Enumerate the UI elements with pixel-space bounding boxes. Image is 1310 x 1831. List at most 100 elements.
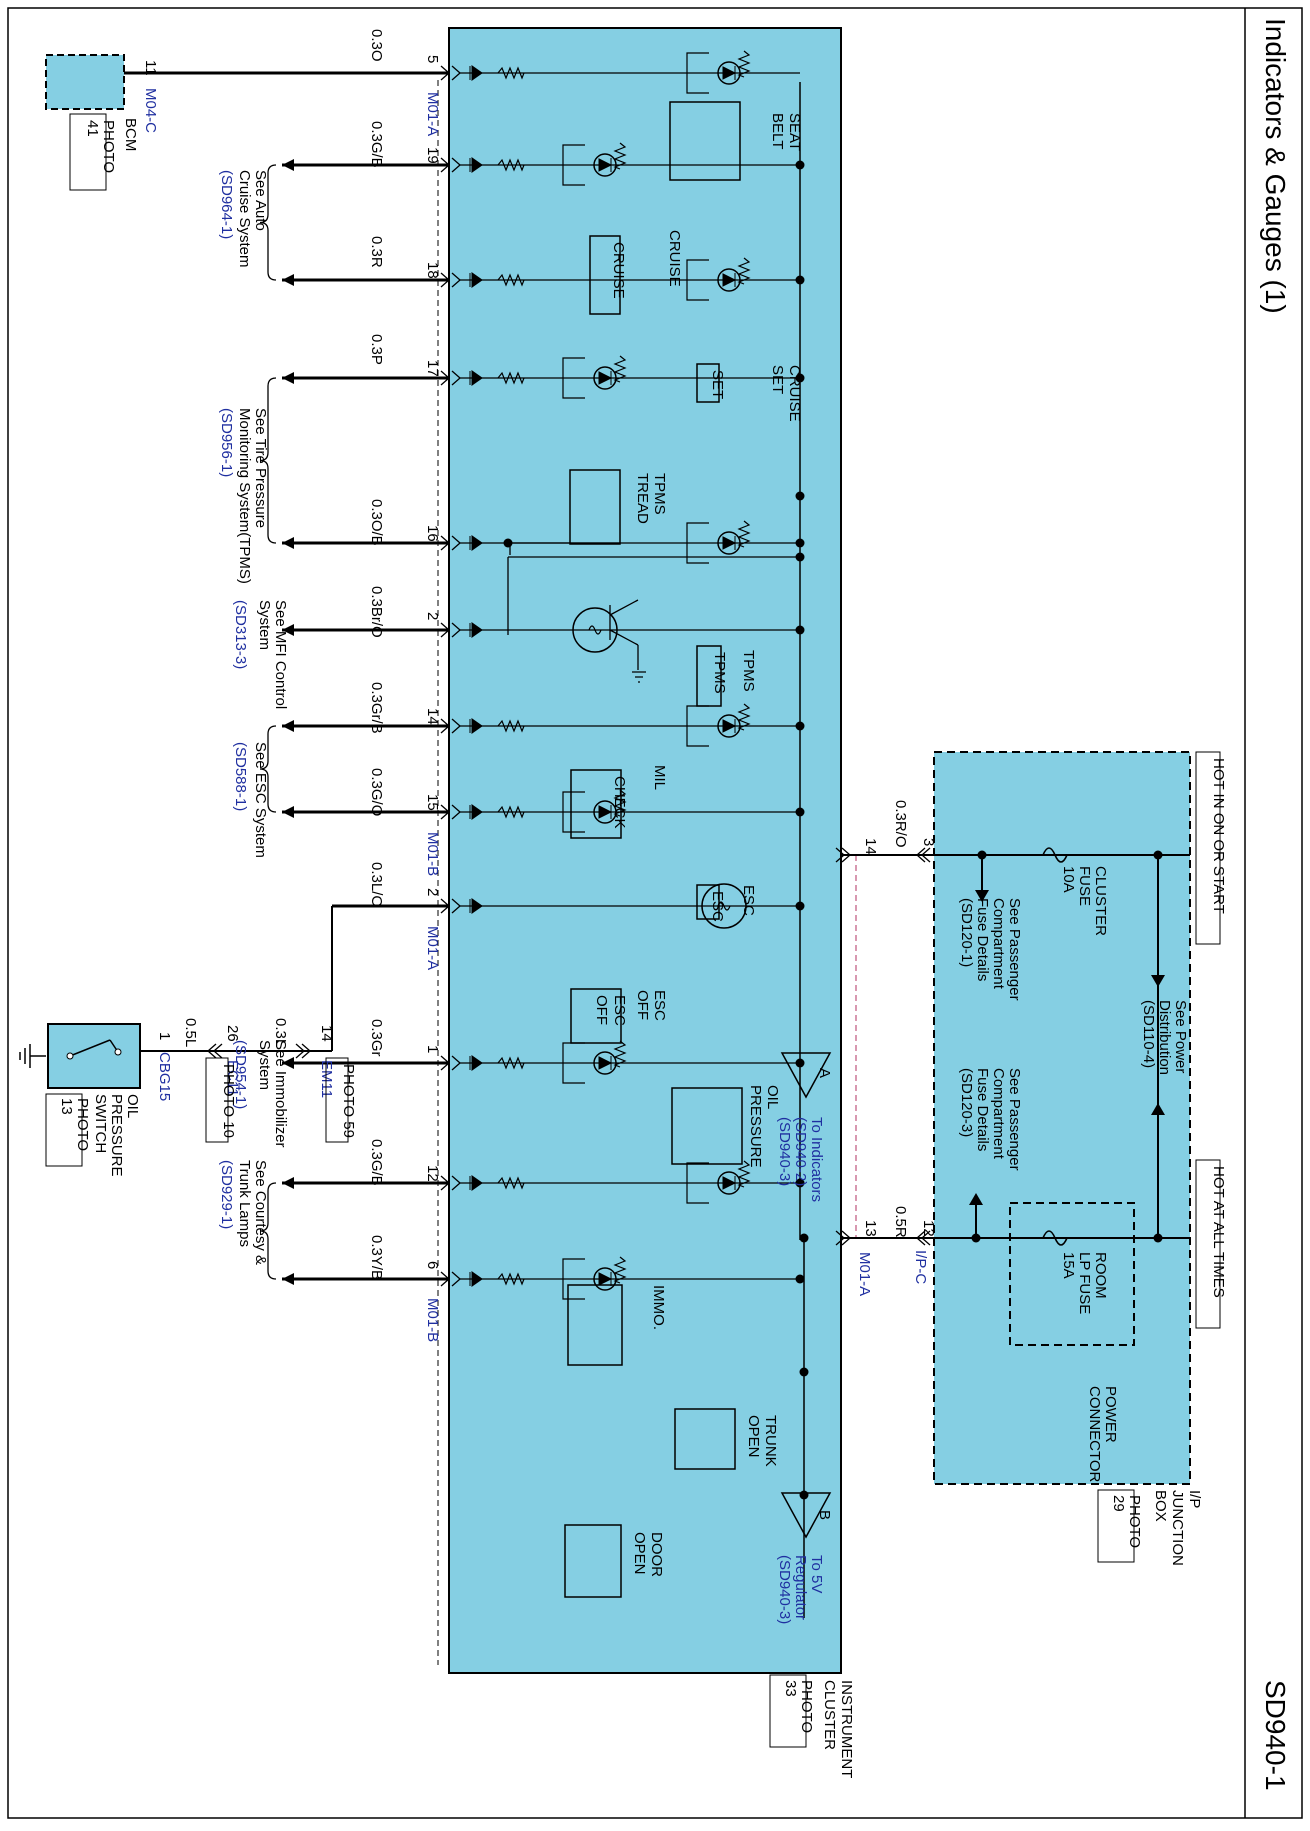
power-connector-label-line: CONNECTOR	[1086, 1386, 1103, 1483]
oil-photo-num: 13	[58, 1098, 75, 1115]
wire-color: 0.3O/B	[368, 499, 385, 546]
check-engine-icon-word: CHECK	[611, 776, 628, 829]
cluster-photo-box	[769, 1674, 807, 1748]
led-lamp-8	[686, 1160, 751, 1204]
feed-conn: M01-A	[856, 1252, 873, 1296]
node-a-label-line: A	[816, 1068, 833, 1078]
set-icon	[696, 363, 720, 403]
feed-pin-13: 13	[862, 1220, 879, 1237]
resistor-symbol	[497, 273, 525, 287]
esc-off-icon-word: ESC	[611, 995, 628, 1026]
wire-color: 0.3G/B	[368, 1139, 385, 1186]
see-auto-cruise-line: See Auto	[252, 170, 269, 231]
pin-number: 17	[424, 360, 441, 377]
wire-color-text: 0.3G/O	[368, 768, 385, 816]
jb-conn: I/P-C	[912, 1250, 929, 1284]
feed-wire-b: 0.5R	[892, 1206, 909, 1238]
tpms-tread-icon	[569, 469, 621, 545]
esc-label-line: ESC	[740, 885, 757, 916]
wire-color-text: 0.3O/B	[368, 499, 385, 546]
ec11-photo: PHOTO 10	[220, 1064, 237, 1138]
see-pass1-label-line: (SD120-1)	[958, 898, 975, 967]
esc-icon-text: ESC	[709, 891, 726, 922]
power-connector-box	[1009, 1202, 1135, 1346]
cruise-set-label-line: CRUISE	[786, 365, 803, 422]
mil-label-line: MIL	[651, 765, 668, 790]
hot-all-times-box	[1195, 1159, 1221, 1329]
cbg-label: CBG15	[156, 1052, 173, 1101]
hot-all-times-label-line: HOT AT ALL TIMES	[1210, 1166, 1227, 1298]
feed-conn-line: M01-A	[856, 1252, 873, 1296]
wire-color-text: 0.3Gr/B	[368, 682, 385, 734]
bcm-photo-num: 41	[84, 120, 101, 137]
pin-number-text: 18	[424, 262, 441, 279]
bcm-photo-box	[69, 113, 107, 191]
diode-symbol	[469, 1175, 483, 1191]
pin-number-text: 17	[424, 360, 441, 377]
diode-symbol	[469, 804, 483, 820]
cbg-pin-line: 1	[156, 1032, 173, 1040]
cluster-fuse-label-line: FUSE	[1076, 866, 1093, 906]
cruise-icon-text: CRUISE	[610, 242, 627, 299]
tpms-tread-label-line: TPMS	[651, 473, 668, 515]
room-fuse-label-line: 15A	[1060, 1252, 1077, 1279]
arrow-head	[1151, 975, 1165, 987]
led-resistor	[613, 789, 627, 817]
instrument-cluster-box	[448, 27, 842, 1674]
bus-junction-dot	[795, 1274, 805, 1284]
wire-color: 0.3G/O	[368, 768, 385, 816]
page-title: Indicators & Gauges (1)	[1260, 18, 1291, 314]
led-bracket	[686, 522, 709, 564]
see-immo-line: System	[256, 1040, 273, 1090]
junction-dot	[1153, 850, 1163, 860]
led-lamp-0	[686, 50, 751, 94]
wire-color-text: 0.3G/B	[368, 121, 385, 168]
feed-chevron	[835, 1230, 851, 1246]
pin-number-text: 2	[424, 612, 441, 620]
oil-photo-num-line: 13	[58, 1098, 75, 1115]
signal-arrow	[282, 274, 294, 286]
oil-switch-box	[47, 1023, 141, 1089]
feed-pin-13-line: 13	[862, 1220, 879, 1237]
node-b-label: B	[816, 1510, 833, 1520]
room-fuse-label-line: ROOM	[1092, 1252, 1109, 1299]
jb-pin-3: 3	[920, 838, 937, 846]
hot-on-start-label: HOT IN ON OR START	[1210, 758, 1227, 914]
lamp-glyphs	[562, 50, 751, 1598]
feed-wire-a: 0.3R/O	[892, 800, 909, 848]
jb-photo: PHOTO	[1126, 1495, 1143, 1548]
diode-symbol	[469, 65, 483, 81]
ip-junction-box	[933, 751, 1191, 1485]
led-lamp-3	[562, 355, 627, 399]
bus-junction-dot	[795, 275, 805, 285]
pin-number: 6	[424, 1261, 441, 1269]
led-bracket	[686, 259, 709, 301]
led-resistor	[737, 257, 751, 285]
see-esc-line: See ESC System	[252, 742, 269, 858]
see-courtesy: See Courtesy &Trunk Lamps	[236, 1160, 269, 1265]
see-pass3-label-line: Compartment	[990, 1068, 1007, 1160]
diode-symbol	[469, 535, 483, 551]
esc-icon	[696, 884, 720, 920]
pin-number-text: 1	[424, 1045, 441, 1053]
see-immo-ref: (SD954-1)	[232, 1040, 249, 1109]
node-a-triangle	[780, 1052, 832, 1099]
cluster-photo-num-line: 33	[782, 1680, 799, 1697]
hot-on-start-label-line: HOT IN ON OR START	[1210, 758, 1227, 914]
esc-off-icon-word: OFF	[593, 995, 610, 1025]
esc-off-label-line: ESC	[651, 990, 668, 1021]
wire-color: 0.3Y/B	[368, 1235, 385, 1280]
led-lamp-7	[562, 1040, 627, 1084]
see-mfi-line: System	[256, 600, 273, 650]
pin-number: 19	[424, 147, 441, 164]
jb-pin-3-line: 3	[920, 838, 937, 846]
arrow-head	[975, 890, 989, 902]
jb-photo-num: 29	[1110, 1495, 1127, 1512]
fuse-symbol-1	[1042, 1230, 1068, 1246]
led-diode	[722, 273, 737, 287]
bcm-conn-line: M04-C	[142, 88, 159, 133]
see-esc-ref: (SD588-1)	[232, 742, 249, 811]
